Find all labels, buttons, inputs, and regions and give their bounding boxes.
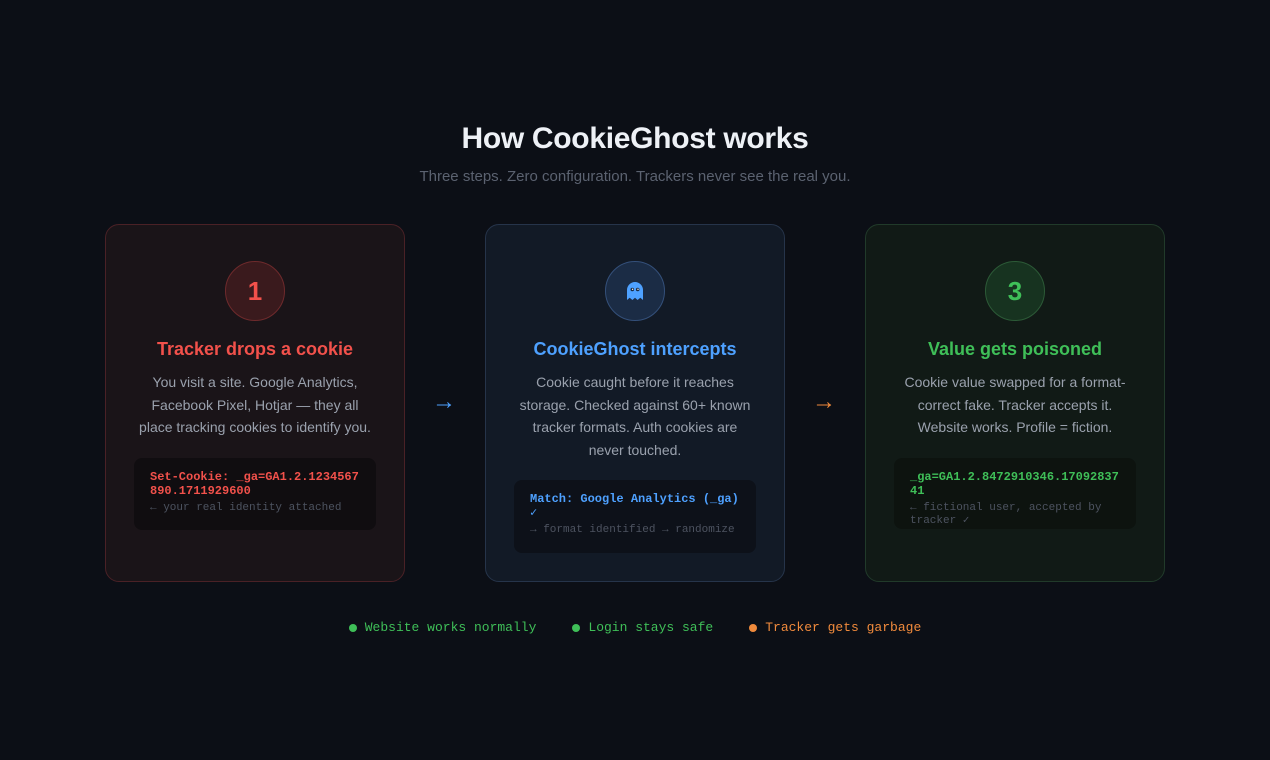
status-dot-icon bbox=[749, 623, 758, 632]
step-title: Tracker drops a cookie bbox=[156, 339, 354, 359]
step-description: Cookie value swapped for a format-correc… bbox=[904, 374, 1126, 435]
feature-item: Login stays safe bbox=[572, 620, 713, 635]
code-main: _ga=GA1.2.8472910346.1709283741 bbox=[910, 470, 1119, 498]
header: How CookieGhost works Three steps. Zero … bbox=[0, 122, 1270, 185]
step-number-badge: 1 bbox=[225, 261, 285, 321]
code-main: Set-Cookie: _ga=GA1.2.1234567890.1711929… bbox=[150, 470, 359, 498]
step-title: Value gets poisoned bbox=[927, 339, 1103, 359]
step-description: You visit a site. Google Analytics, Face… bbox=[139, 374, 371, 435]
ghost-icon bbox=[627, 282, 643, 300]
feature-list: Website works normally Login stays safe … bbox=[0, 620, 1270, 635]
step-card-1: 1 Tracker drops a cookie You visit a sit… bbox=[105, 224, 405, 582]
arrow-icon: → bbox=[812, 388, 836, 415]
page-subtitle: Three steps. Zero configuration. Tracker… bbox=[419, 168, 851, 185]
feature-label: Tracker gets garbage bbox=[765, 620, 922, 635]
arrow-icon: → bbox=[432, 388, 456, 415]
feature-item: Tracker gets garbage bbox=[749, 620, 921, 635]
code-main: Match: Google Analytics (_ga) ✓ bbox=[530, 492, 739, 520]
step-description: Cookie caught before it reaches storage.… bbox=[519, 374, 751, 458]
status-dot-icon bbox=[348, 623, 357, 632]
code-snippet: Set-Cookie: _ga=GA1.2.1234567890.1711929… bbox=[134, 458, 376, 530]
feature-label: Website works normally bbox=[364, 620, 537, 635]
code-annotation: → format identified → randomize bbox=[530, 524, 735, 536]
step-card-3: 3 Value gets poisoned Cookie value swapp… bbox=[865, 224, 1165, 582]
page-title: How CookieGhost works bbox=[461, 122, 809, 155]
step-title: CookieGhost intercepts bbox=[533, 339, 737, 359]
status-dot-icon bbox=[572, 623, 581, 632]
code-annotation: ← fictional user, accepted by tracker ✓ bbox=[910, 502, 1102, 527]
feature-item: Website works normally bbox=[348, 620, 537, 635]
step-icon-badge bbox=[605, 261, 665, 321]
step-card-2: CookieGhost intercepts Cookie caught bef… bbox=[485, 224, 785, 582]
code-annotation: ← your real identity attached bbox=[150, 502, 342, 514]
code-snippet: Match: Google Analytics (_ga) ✓ → format… bbox=[514, 480, 756, 553]
code-snippet: _ga=GA1.2.8472910346.1709283741 ← fictio… bbox=[894, 458, 1136, 529]
feature-label: Login stays safe bbox=[588, 620, 714, 635]
step-number-badge: 3 bbox=[985, 261, 1045, 321]
